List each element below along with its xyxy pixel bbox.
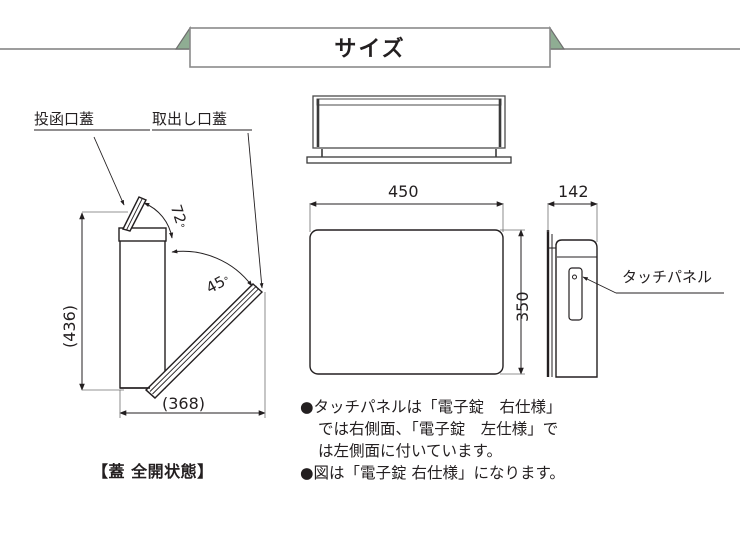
- banner-box: [189, 27, 551, 68]
- note-2-text-1: 図は「電子錠 右仕様」になります。: [313, 464, 565, 482]
- angle-45-arc: [171, 249, 253, 287]
- leader-retrieval-lid: [247, 132, 264, 289]
- side-view-assembly: [546, 201, 724, 378]
- dim-label-142: 142: [558, 182, 589, 201]
- body-outline: [119, 239, 166, 389]
- left-view-assembly: [34, 129, 266, 418]
- front-view-outline: [309, 229, 504, 375]
- label-mail-slot-lid: 投函口蓋: [34, 110, 95, 128]
- leader-touch-panel: [582, 276, 617, 294]
- top-view-assembly: [306, 95, 512, 164]
- notes-block: ●タッチパネルは「電子錠 右仕様」 では右側面、「電子錠 左仕様」で は左側面に…: [300, 396, 630, 484]
- section-banner: サイズ: [0, 12, 740, 68]
- note-1-line-1: ●タッチパネルは「電子錠 右仕様」: [300, 396, 630, 418]
- top-view-lid-strip: [316, 98, 502, 106]
- note-1-line-3: は左側面に付いています。: [318, 442, 502, 460]
- note-1-text-1: タッチパネルは「電子錠 右仕様」: [313, 398, 562, 416]
- banner-graphics: [0, 26, 740, 68]
- mail-slot-lid-shape: [121, 196, 147, 232]
- dim-label-436: (436): [60, 304, 79, 348]
- note-1-line-2: では右側面、「電子錠 左仕様」で: [318, 420, 559, 438]
- technical-drawings: [34, 95, 724, 418]
- note-2-bullet-icon: ●: [300, 464, 314, 482]
- retrieval-lid-shape: [144, 283, 264, 399]
- touch-panel-indicator-icon: [572, 274, 577, 280]
- diagram-page: サイズ: [0, 12, 740, 484]
- front-view-assembly: [309, 201, 525, 375]
- label-touch-panel: タッチパネル: [622, 268, 713, 286]
- dim-label-368: (368): [162, 394, 206, 413]
- leader-mail-slot-lid: [93, 136, 125, 206]
- dim-label-350: 350: [513, 291, 532, 322]
- top-view-base-bar: [306, 156, 512, 164]
- note-2-line-1: ●図は「電子錠 右仕様」になります。: [300, 462, 630, 484]
- angle-72-arc: [143, 202, 174, 239]
- note-1-bullet-icon: ●: [300, 398, 314, 416]
- dim-label-450: 450: [388, 182, 419, 201]
- caption-lid-fully-open: 【蓋 全開状態】: [92, 462, 214, 481]
- touch-panel-shape: [568, 267, 583, 321]
- label-retrieval-lid: 取出し口蓋: [152, 110, 228, 128]
- page-title: サイズ: [334, 37, 406, 62]
